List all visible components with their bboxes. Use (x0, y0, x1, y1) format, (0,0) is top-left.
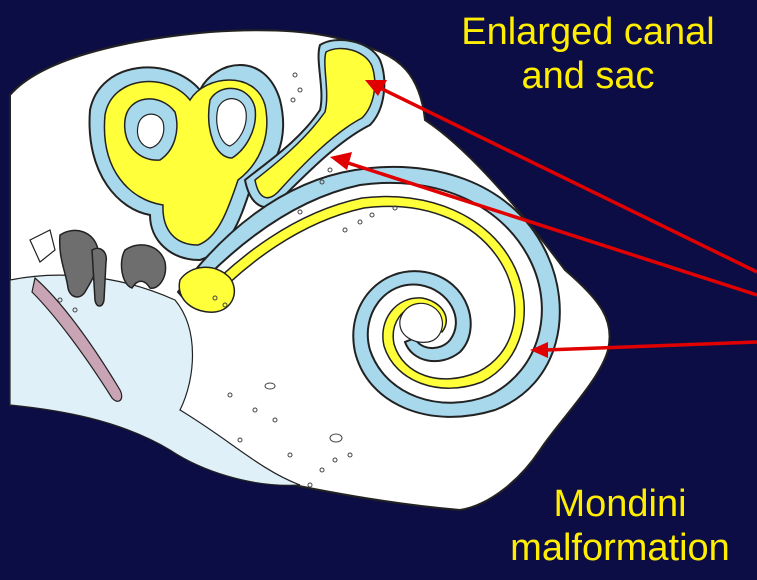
label-enlarged-canal-and-sac: Enlarged canal and sac (418, 10, 757, 98)
label-bottom-line2: malformation (490, 526, 750, 570)
label-top-line2: and sac (418, 54, 757, 98)
label-mondini-malformation: Mondini malformation (490, 482, 750, 570)
label-bottom-line1: Mondini (490, 482, 750, 526)
label-top-line1: Enlarged canal (418, 10, 757, 54)
